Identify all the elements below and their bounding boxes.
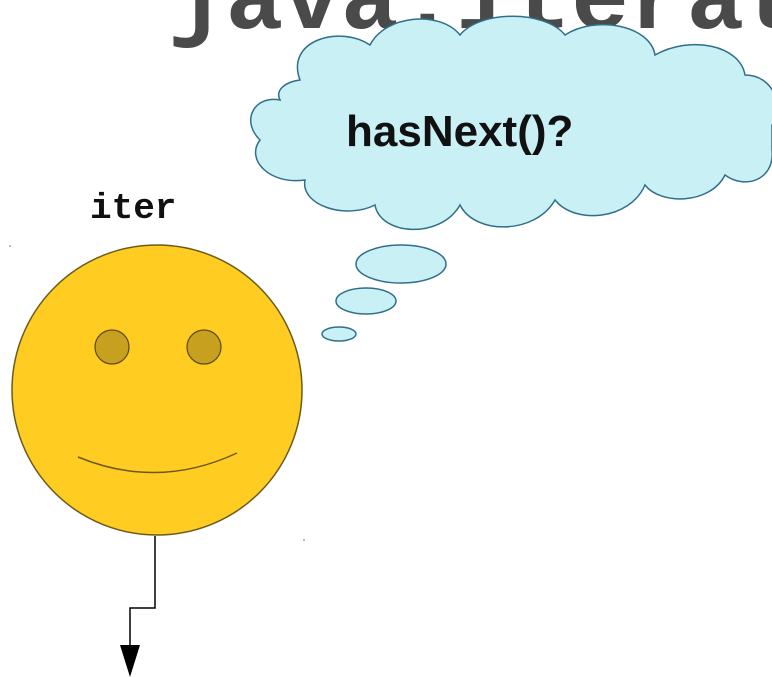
right-eye <box>186 329 222 365</box>
thought-bubble-large <box>355 244 447 284</box>
cloud-body <box>250 15 772 231</box>
connector-line <box>129 536 156 645</box>
arrow-head <box>120 645 140 677</box>
thought-text: hasNext()? <box>346 107 573 156</box>
thought-cloud-icon <box>250 15 772 342</box>
smile <box>77 452 238 474</box>
thought-bubble-small <box>321 326 357 342</box>
thought-bubble-medium <box>335 287 397 315</box>
left-eye <box>94 329 130 365</box>
face-circle <box>11 244 303 536</box>
stray-dot <box>303 539 305 541</box>
smiley-face-icon <box>11 244 303 536</box>
down-arrow-icon <box>120 536 156 677</box>
stray-dot <box>9 245 11 247</box>
object-label: iter <box>90 188 176 229</box>
